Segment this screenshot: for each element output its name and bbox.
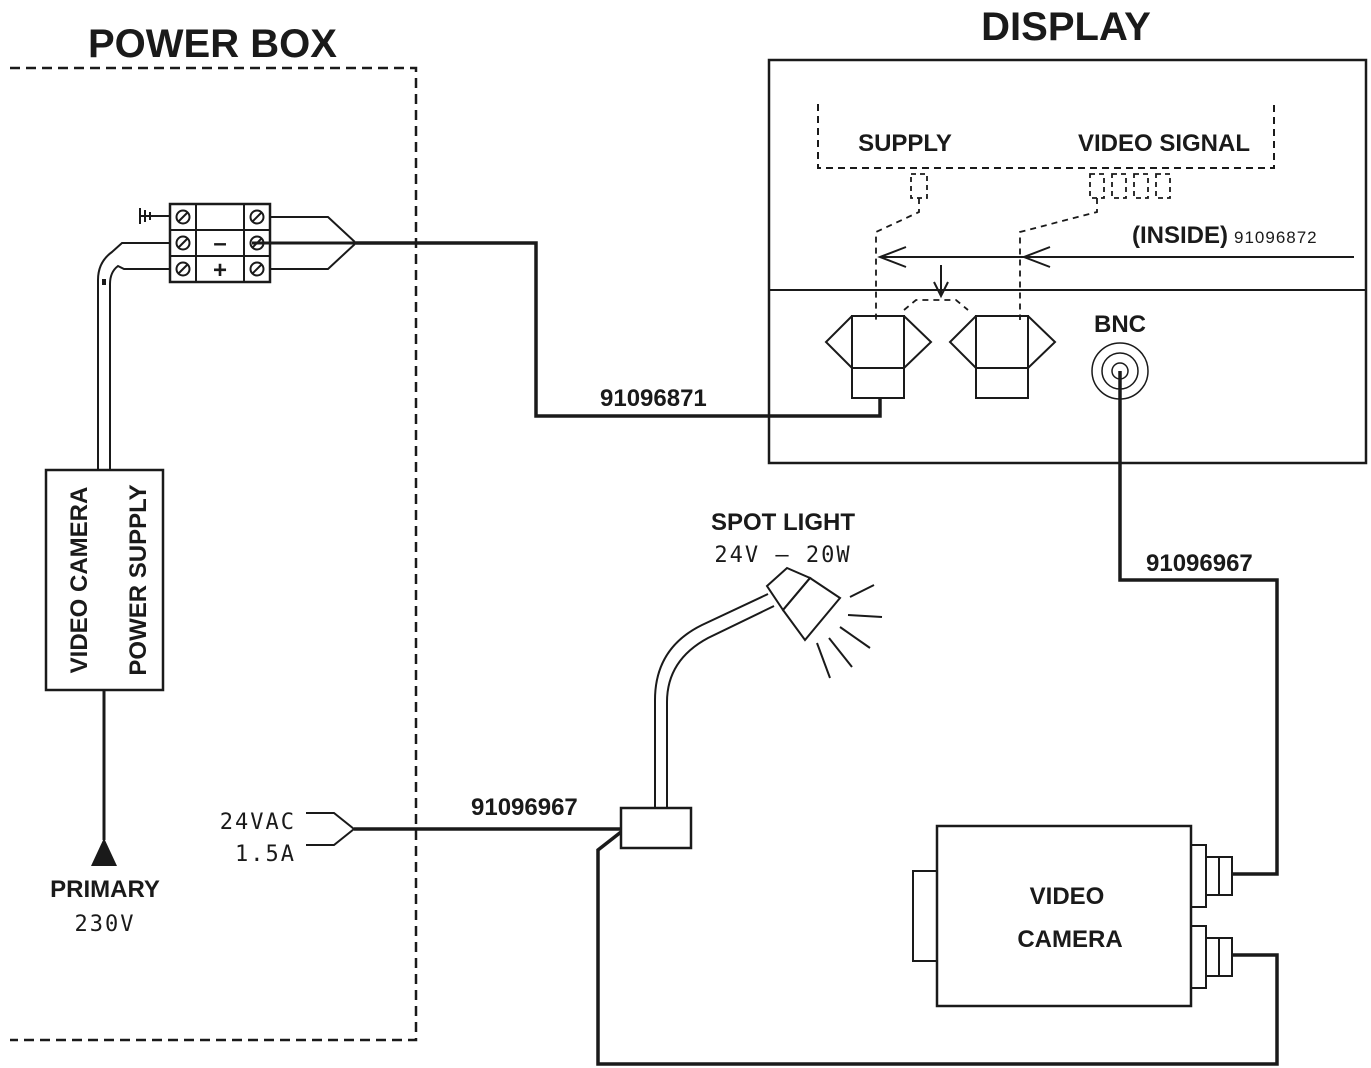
cable-bnc-camera — [1118, 371, 1279, 876]
spot-light-rating: 24V – 20W — [714, 543, 851, 568]
camera-power-port — [1190, 925, 1233, 989]
bnc-label: BNC — [1094, 311, 1146, 338]
spot-light: SPOT LIGHT 24V – 20W — [619, 509, 883, 850]
cable-spot-camera — [596, 830, 1279, 1066]
ac-output: 24VAC 1.5A — [220, 810, 356, 867]
inside-code: 91096872 — [1234, 228, 1318, 247]
cable-91096871 — [356, 241, 882, 418]
camera-body — [935, 824, 1193, 1008]
psu-cable — [97, 242, 170, 470]
camera-label-line1: VIDEO — [1030, 883, 1105, 910]
primary-input: PRIMARY 230V — [50, 690, 160, 937]
video-camera: VIDEO CAMERA — [912, 824, 1233, 1008]
terminal-block: – + — [139, 202, 272, 284]
terminal-plus-label: + — [213, 257, 227, 284]
amps-label: 1.5A — [235, 842, 296, 867]
psu-label-line1: VIDEO CAMERA — [66, 487, 93, 674]
plug-icon — [91, 838, 117, 866]
vac-label: 24VAC — [220, 810, 296, 835]
lamp-head — [765, 566, 842, 642]
primary-label: PRIMARY — [50, 876, 160, 903]
light-rays-icon — [816, 584, 883, 679]
psu-label-line2: POWER SUPPLY — [125, 484, 152, 675]
supply-connector — [824, 315, 933, 399]
display-title: DISPLAY — [981, 5, 1151, 49]
camera-label-line2: CAMERA — [1017, 926, 1122, 953]
power-box: POWER BOX — [10, 22, 418, 1042]
primary-voltage: 230V — [75, 912, 136, 937]
screw-icon — [175, 209, 265, 277]
spot-light-title: SPOT LIGHT — [711, 509, 855, 536]
display: DISPLAY SUPPLY VIDEO SIGNAL (INSIDE) 910… — [767, 5, 1368, 465]
supply-label: SUPPLY — [858, 130, 952, 157]
cable-91096871-label: 91096871 — [600, 385, 707, 412]
cable-spot-label: 91096967 — [471, 794, 578, 821]
terminal-minus-label: – — [213, 230, 226, 257]
video-camera-power-supply: VIDEO CAMERA POWER SUPPLY — [44, 468, 165, 692]
camera-lens — [912, 870, 938, 962]
video-signal-connector — [948, 315, 1057, 399]
video-signal-label: VIDEO SIGNAL — [1078, 130, 1250, 157]
ground-icon — [139, 208, 170, 224]
camera-video-port — [1190, 844, 1233, 908]
spot-light-base — [619, 806, 693, 850]
output-cable-fork — [252, 216, 358, 270]
cable-bnc-label: 91096967 — [1146, 550, 1253, 577]
display-outline — [767, 58, 1368, 465]
power-box-title: POWER BOX — [88, 22, 337, 66]
inside-label: (INSIDE) — [1132, 222, 1228, 249]
